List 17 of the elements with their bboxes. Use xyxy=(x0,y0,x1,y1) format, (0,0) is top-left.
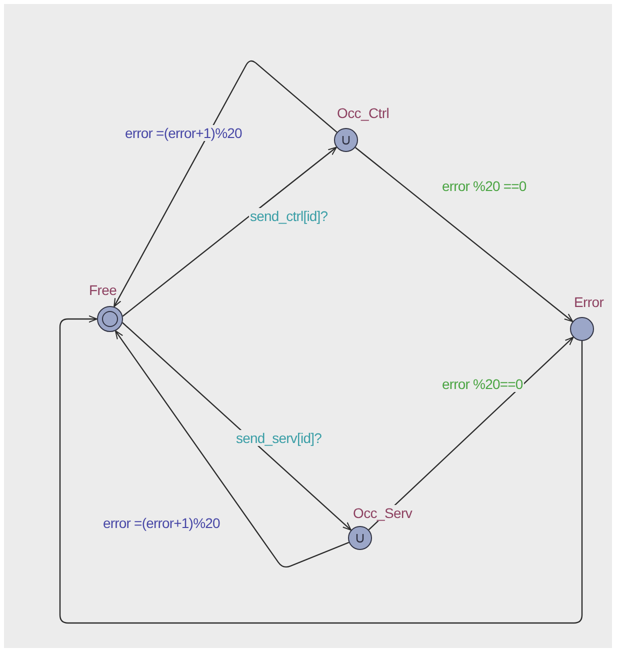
edge-label: error %20 ==0 xyxy=(441,178,528,194)
transition-arrow xyxy=(114,330,350,568)
state-name: Occ_Serv xyxy=(352,505,414,521)
edge-label: error %20==0 xyxy=(441,376,524,392)
transition-arrow xyxy=(122,322,352,531)
edge-label: send_serv[id]? xyxy=(235,430,322,446)
edge-label: send_ctrl[id]? xyxy=(249,208,329,224)
transition-arrow xyxy=(368,336,574,530)
state-name: Free xyxy=(88,282,118,298)
transition-arrow xyxy=(122,146,337,317)
transition-arrow xyxy=(59,315,583,624)
transition-arrow xyxy=(354,147,574,322)
state-name: Occ_Ctrl xyxy=(336,105,390,121)
edge-label: error =(error+1)%20 xyxy=(124,125,243,141)
edge-label: error =(error+1)%20 xyxy=(102,515,221,531)
state-name: Error xyxy=(573,294,605,310)
transition-arrow xyxy=(114,60,338,308)
